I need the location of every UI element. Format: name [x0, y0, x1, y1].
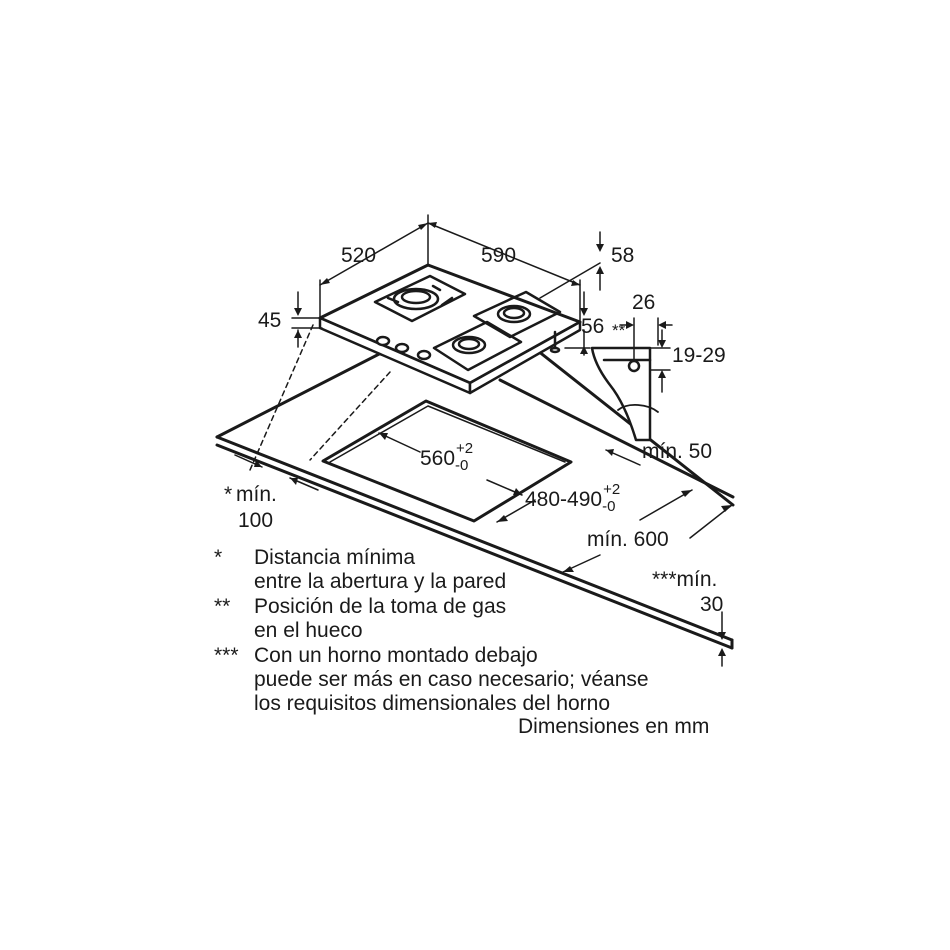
knob-2: [394, 342, 410, 354]
dimension-lines-top: [319, 214, 601, 323]
dim-min-600-label: mín. 600: [587, 528, 669, 551]
cutout-opening: [321, 399, 573, 523]
footnote-3-line-3: los requisitos dimensionales del horno: [254, 692, 611, 716]
dim-56: [564, 291, 591, 356]
hob: [318, 263, 582, 395]
dim-min-100-label: mín.: [236, 483, 277, 506]
burner-front: [432, 320, 523, 372]
footnote-3: *** Con un horno montado debajo puede se…: [214, 644, 734, 717]
worktop-section-detail: [590, 346, 659, 442]
knob-1: [375, 335, 391, 347]
dim-min-30: [718, 611, 726, 667]
footnote-1-line-1: Distancia mínima: [254, 546, 416, 569]
burner-right: [472, 290, 562, 339]
footnote-3-line-2: puede ser más en caso necesario; véanse: [254, 668, 649, 692]
dimension-arrows: [320, 222, 580, 286]
dim-480-490-value: 480-490: [525, 488, 603, 511]
footnote-2: ** Posición de la toma de gas en el huec…: [214, 595, 734, 644]
dim-560-tol-bottom: -0: [455, 457, 469, 474]
dim-480-490-tol-bottom: -0: [602, 498, 616, 515]
dim-560: [378, 432, 523, 496]
knob-3: [416, 349, 432, 361]
footnotes: * Distancia mínima entre la abertura y l…: [214, 546, 734, 717]
dim-58-label: 58: [611, 244, 635, 267]
dim-min-30-value: 30: [700, 593, 724, 616]
worktop-back-edge-rear: [498, 378, 735, 499]
footnote-2-line-1: Posición de la toma de gas: [254, 594, 507, 618]
dim-45: [291, 291, 323, 348]
gas-inlet-pipe: [549, 330, 561, 354]
footnote-1-mark: *: [214, 546, 223, 569]
dim-480-490-tol-top: +2: [603, 481, 621, 498]
dim-520-label: 520: [341, 244, 377, 267]
footnote-1-line-2: entre la abertura y la pared: [254, 570, 507, 594]
dim-480-490: [496, 489, 693, 523]
footnote-2-mark: **: [214, 594, 231, 618]
footnote-3-line-1: Con un horno montado debajo: [254, 643, 538, 667]
dim-45-label: 45: [258, 309, 282, 332]
dim-590-label: 590: [481, 244, 517, 267]
footnote-1: * Distancia mínima entre la abertura y l…: [214, 546, 734, 595]
dim-58: [596, 231, 604, 291]
dim-19-29: [649, 329, 671, 393]
dim-min-50: [605, 449, 641, 466]
dim-480-490-tolerance: +2-0: [602, 482, 620, 514]
dim-560-tol-top: +2: [456, 440, 474, 457]
burner-rear-left: [373, 274, 467, 323]
hob-side-right: [468, 320, 582, 395]
dim-min-100-mark: *: [224, 483, 233, 506]
dim-min-100-value: 100: [238, 509, 274, 532]
dim-19-29-label: 19-29: [672, 344, 726, 367]
dim-min-100: [234, 454, 319, 491]
dim-560-label: 560+2-0: [420, 441, 473, 473]
dim-56-label: 56: [581, 315, 605, 338]
dim-26: [619, 317, 673, 361]
dim-560-tolerance: +2-0: [455, 441, 473, 473]
dim-480-490-label: 480-490+2-0: [525, 482, 620, 514]
control-knobs: [375, 335, 432, 361]
dim-min-30-label: ***mín.: [652, 568, 718, 591]
dim-min-600: [562, 504, 733, 573]
dim-min-50-label: mín. 50: [642, 440, 713, 463]
units-caption: Dimensiones en mm: [518, 715, 710, 738]
footnote-3-mark: ***: [214, 643, 239, 667]
dim-560-value: 560: [420, 447, 456, 470]
dim-26-label: 26: [632, 291, 656, 314]
gas-inlet-mark: **: [612, 321, 626, 340]
projection-lines: [249, 324, 391, 471]
footnote-2-line-2: en el hueco: [254, 619, 363, 643]
